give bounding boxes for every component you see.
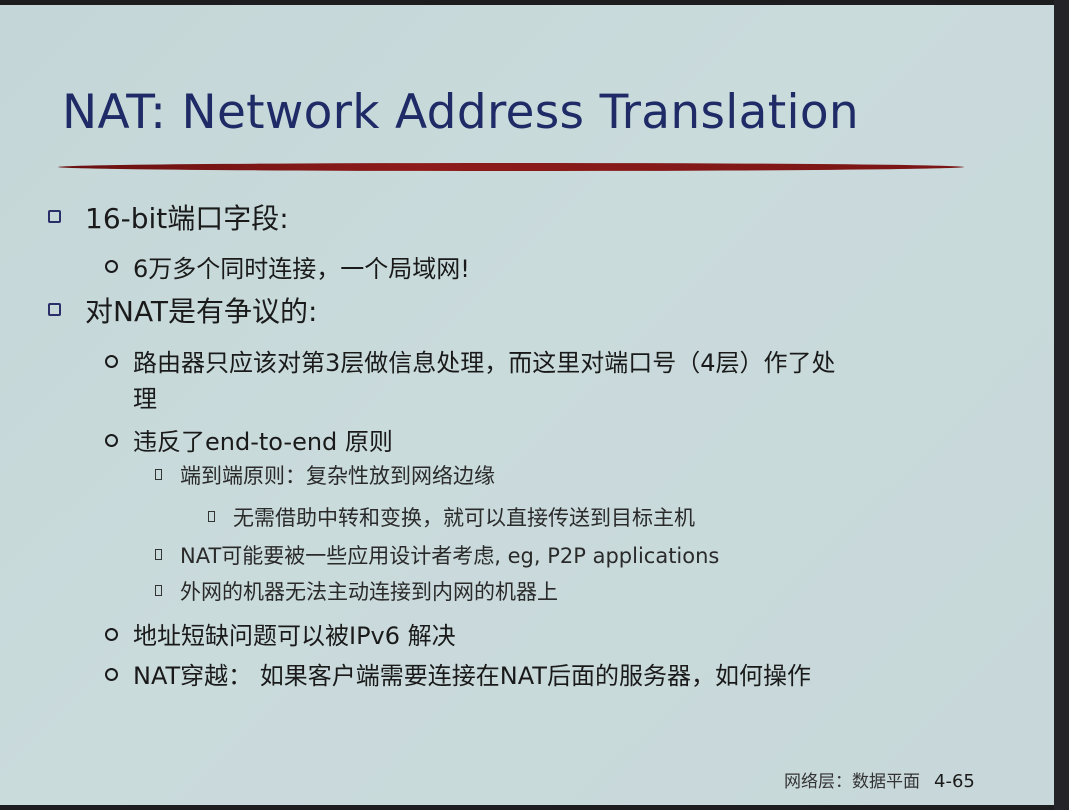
circle-bullet-icon xyxy=(105,434,118,447)
sub-item-nat-traversal: NAT穿越： 如果客户端需要连接在NAT后面的服务器，如何操作 xyxy=(133,662,811,690)
sub-sub-item-external-access: 外网的机器无法主动连接到内网的机器上 xyxy=(180,580,558,604)
small-square-bullet-icon xyxy=(208,511,215,522)
sub-item-router-layer: 路由器只应该对第3层做信息处理，而这里对端口号（4层）作了处 xyxy=(133,349,836,377)
slide-title: NAT: Network Address Translation xyxy=(62,85,859,140)
slide: NAT: Network Address Translation 16-bit端… xyxy=(0,5,1054,805)
square-bullet-icon xyxy=(48,210,61,223)
right-edge-strip xyxy=(1054,0,1069,810)
sub-item-router-layer-continuation: 理 xyxy=(133,385,157,413)
bullet-item-controversy: 对NAT是有争议的: xyxy=(85,295,318,328)
page-number: 4-65 xyxy=(934,771,975,792)
footer-section: 网络层：数据平面 xyxy=(784,772,920,792)
title-underline xyxy=(58,163,964,171)
circle-bullet-icon xyxy=(105,668,118,681)
square-bullet-icon xyxy=(48,303,61,316)
sub-sub-item-e2e-principle: 端到端原则：复杂性放到网络边缘 xyxy=(180,464,495,488)
small-square-bullet-icon xyxy=(155,469,162,480)
sub-sub-sub-item-direct-transfer: 无需借助中转和变换，就可以直接传送到目标主机 xyxy=(233,506,695,530)
bullet-item-port-field: 16-bit端口字段: xyxy=(85,202,289,235)
small-square-bullet-icon xyxy=(155,549,162,560)
circle-bullet-icon xyxy=(105,628,118,641)
sub-item-end-to-end: 违反了end-to-end 原则 xyxy=(133,428,393,456)
sub-sub-item-app-designers: NAT可能要被一些应用设计者考虑, eg, P2P applications xyxy=(180,544,720,568)
circle-bullet-icon xyxy=(105,355,118,368)
slide-footer: 网络层：数据平面 4-65 xyxy=(784,767,975,792)
circle-bullet-icon xyxy=(105,260,118,273)
sub-item-connections: 6万多个同时连接，一个局域网! xyxy=(133,255,470,283)
small-square-bullet-icon xyxy=(155,585,162,596)
sub-item-ipv6: 地址短缺问题可以被IPv6 解决 xyxy=(133,622,456,650)
